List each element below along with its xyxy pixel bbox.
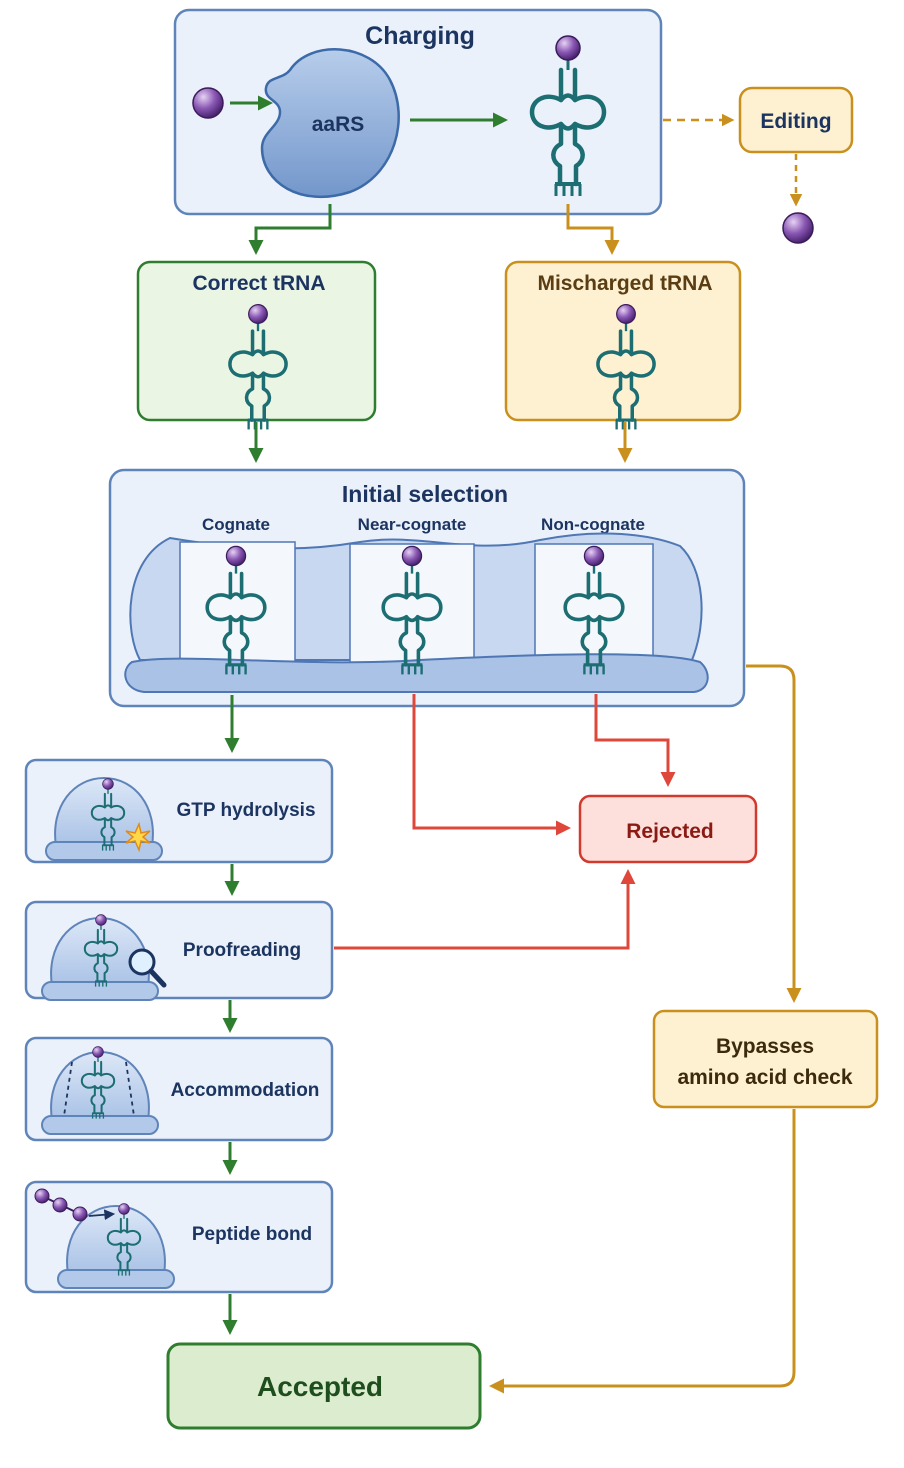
mischarged-trna-box: Mischarged tRNA <box>504 260 742 432</box>
site-label-near-cognate: Near-cognate <box>358 515 467 534</box>
rejected-box: Rejected <box>578 794 758 864</box>
editing-label: Editing <box>760 110 831 133</box>
dashed-line-right <box>125 1061 135 1117</box>
site-label-cognate: Cognate <box>202 515 270 534</box>
bypass-box: Bypasses amino acid check <box>652 1009 879 1109</box>
ribosome-small-subunit <box>124 653 709 693</box>
editing-box: Editing <box>738 86 854 154</box>
magnifier-handle <box>148 968 167 988</box>
bypass-line2: amino acid check <box>677 1066 852 1089</box>
magnifier-icon <box>128 948 156 976</box>
released-amino-acid <box>782 212 814 244</box>
step-accommodation: Accommodation <box>24 1036 334 1142</box>
arrow-selection-to-bypass <box>746 664 802 1003</box>
arrow-bypass-to-accepted <box>489 1109 796 1394</box>
step-gtp-hydrolysis: GTP hydrolysis <box>24 758 334 864</box>
step-label-peptide: Peptide bond <box>192 1224 312 1245</box>
mischarged-title: Mischarged tRNA <box>537 272 712 295</box>
step-peptide-bond: Peptide bond <box>24 1180 334 1294</box>
accepted-label: Accepted <box>257 1371 383 1402</box>
correct-title: Correct tRNA <box>192 272 325 295</box>
arrow-to-correct <box>248 204 332 255</box>
step-label-gtp: GTP hydrolysis <box>176 800 315 821</box>
charging-panel: Charging aaRS <box>173 8 663 216</box>
aars-enzyme-shape <box>260 48 400 198</box>
arrow-to-mischarged <box>566 204 620 255</box>
step-proofreading: Proofreading <box>24 900 334 1001</box>
accepted-box: Accepted <box>166 1342 482 1430</box>
free-amino-acid <box>192 87 224 119</box>
bypass-line1: Bypasses <box>716 1035 814 1058</box>
step-label-proofreading: Proofreading <box>183 940 301 961</box>
dashed-lines-icon <box>63 1061 73 1117</box>
spark-icon <box>125 821 151 853</box>
arrow-non-cognate-rejected <box>594 694 676 787</box>
charging-title: Charging <box>365 22 475 50</box>
rejected-label: Rejected <box>626 820 714 843</box>
arrow-proofreading-rejected <box>334 869 636 950</box>
arrow-near-cognate-rejected <box>412 694 571 836</box>
peptide-chain-icon <box>34 1188 116 1222</box>
correct-trna-box: Correct tRNA <box>136 260 377 432</box>
aars-label: aaRS <box>312 113 365 136</box>
step-label-accommodation: Accommodation <box>171 1080 320 1101</box>
site-label-non-cognate: Non-cognate <box>541 515 645 534</box>
selection-title: Initial selection <box>342 481 508 507</box>
initial-selection-panel: Initial selection Cognate Near-cognate N… <box>108 468 746 708</box>
